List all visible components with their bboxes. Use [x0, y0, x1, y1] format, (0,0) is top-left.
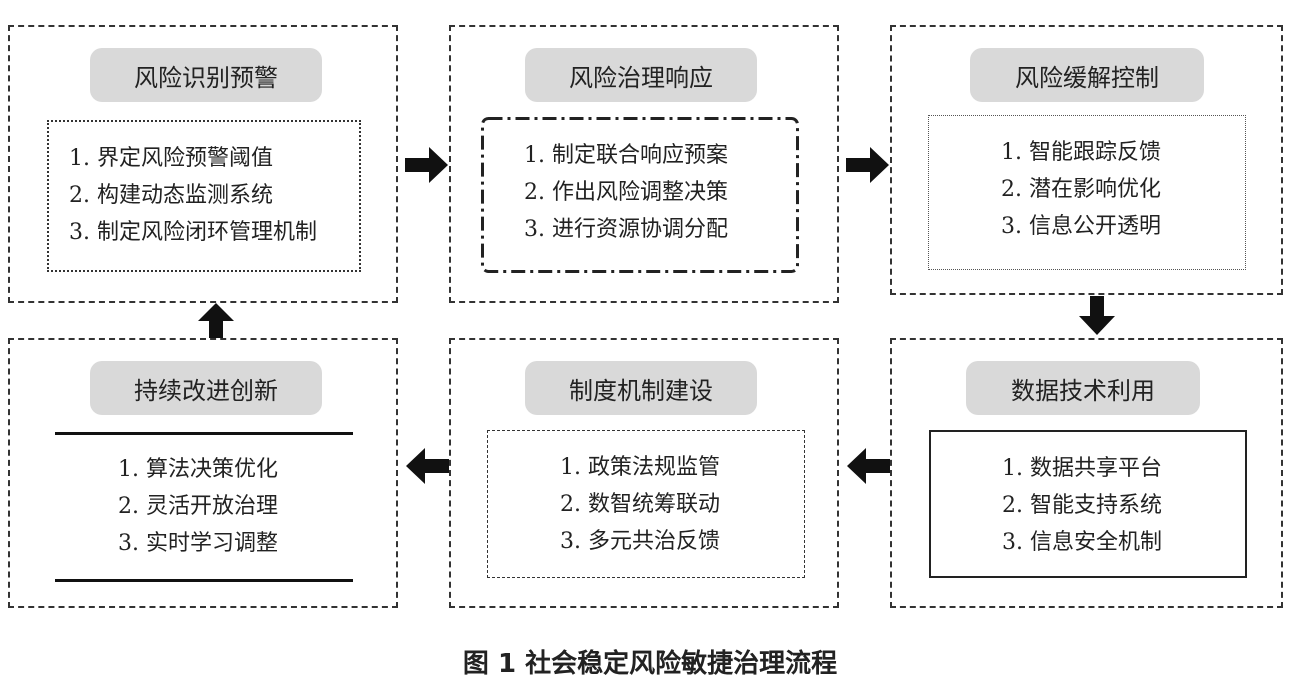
arrow-down-icon	[1079, 296, 1115, 335]
panel-data-technology: 数据技术利用 1. 数据共享平台 2. 智能支持系统 3. 信息安全机制	[890, 338, 1283, 608]
dashdot-inner-box: 1. 制定联合响应预案 2. 作出风险调整决策 3. 进行资源协调分配	[481, 117, 799, 273]
panel-continuous-improvement: 持续改进创新 1. 算法决策优化 2. 灵活开放治理 3. 实时学习调整	[8, 338, 398, 608]
panel-title: 风险识别预警	[90, 48, 322, 102]
panel-title: 风险治理响应	[525, 48, 757, 102]
list-item: 3. 信息安全机制	[1002, 530, 1162, 555]
list-item: 3. 信息公开透明	[1001, 214, 1161, 239]
list-item: 1. 界定风险预警阈值	[69, 146, 273, 171]
dotted-inner-box: 1. 界定风险预警阈值 2. 构建动态监测系统 3. 制定风险闭环管理机制	[47, 120, 361, 272]
list-item: 1. 智能跟踪反馈	[1001, 140, 1161, 165]
list-item: 3. 多元共治反馈	[560, 529, 720, 554]
list-item: 2. 构建动态监测系统	[69, 183, 273, 208]
list-item: 2. 潜在影响优化	[1001, 177, 1161, 202]
panel-risk-mitigation: 风险缓解控制 1. 智能跟踪反馈 2. 潜在影响优化 3. 信息公开透明	[890, 25, 1283, 295]
list-item: 2. 智能支持系统	[1002, 493, 1162, 518]
list-item: 3. 进行资源协调分配	[524, 217, 728, 242]
solid-inner-box: 1. 数据共享平台 2. 智能支持系统 3. 信息安全机制	[929, 430, 1247, 578]
panel-title: 制度机制建设	[525, 361, 757, 415]
list-item: 1. 数据共享平台	[1002, 456, 1162, 481]
list-item: 3. 制定风险闭环管理机制	[69, 220, 317, 245]
list-item: 3. 实时学习调整	[118, 531, 278, 556]
arrow-right-icon	[846, 147, 889, 183]
fine-dotted-inner-box: 1. 智能跟踪反馈 2. 潜在影响优化 3. 信息公开透明	[928, 115, 1246, 270]
list-item: 2. 数智统筹联动	[560, 492, 720, 517]
list-item: 1. 制定联合响应预案	[524, 143, 728, 168]
panel-risk-identification: 风险识别预警 1. 界定风险预警阈值 2. 构建动态监测系统 3. 制定风险闭环…	[8, 25, 398, 303]
panel-institution-building: 制度机制建设 1. 政策法规监管 2. 数智统筹联动 3. 多元共治反馈	[449, 338, 839, 608]
dashdot-border	[481, 117, 799, 273]
list-item: 1. 算法决策优化	[118, 457, 278, 482]
arrow-left-icon	[847, 448, 890, 484]
panel-title: 风险缓解控制	[970, 48, 1204, 102]
arrow-left-icon	[406, 448, 449, 484]
rule-framed-box: 1. 算法决策优化 2. 灵活开放治理 3. 实时学习调整	[55, 432, 353, 582]
dashed-inner-box: 1. 政策法规监管 2. 数智统筹联动 3. 多元共治反馈	[487, 430, 805, 578]
panel-title: 持续改进创新	[90, 361, 322, 415]
list-item: 1. 政策法规监管	[560, 455, 720, 480]
panel-title: 数据技术利用	[966, 361, 1200, 415]
figure-caption: 图 1 社会稳定风险敏捷治理流程	[462, 649, 838, 679]
panel-risk-response: 风险治理响应 1. 制定联合响应预案 2. 作出风险调整决策 3. 进行资源协调…	[449, 25, 839, 303]
list-item: 2. 灵活开放治理	[118, 494, 278, 519]
list-item: 2. 作出风险调整决策	[524, 180, 728, 205]
arrow-right-icon	[405, 147, 448, 183]
arrow-up-icon	[198, 303, 234, 338]
